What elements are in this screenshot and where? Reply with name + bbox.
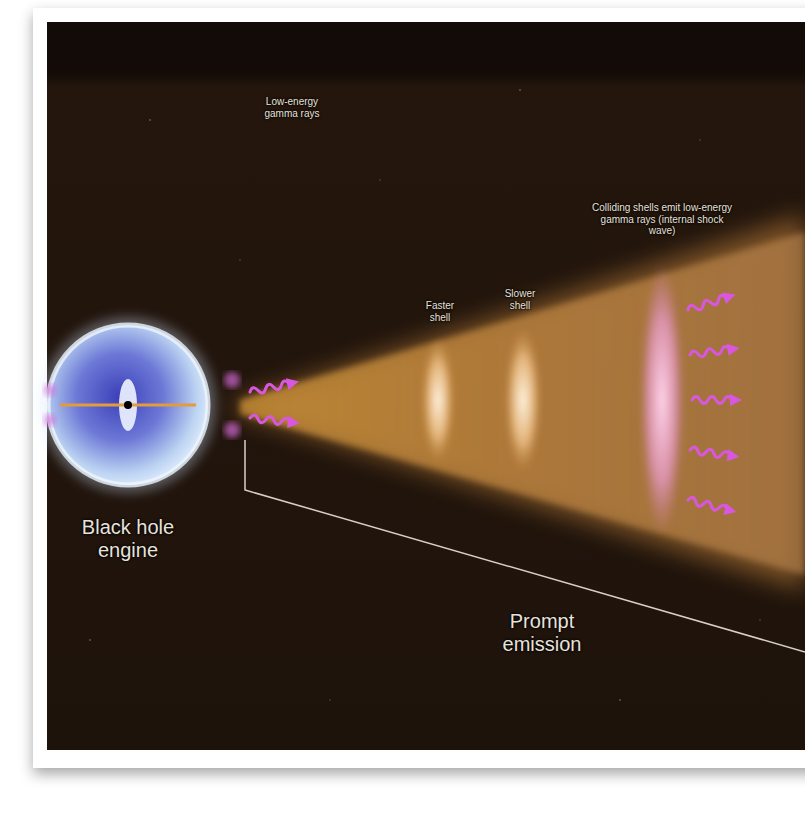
- shell-label: Faster shell: [417, 300, 463, 323]
- ray-label: Low-energy gamma rays: [256, 96, 328, 119]
- shell-label: Slower shell: [497, 288, 543, 311]
- engine-label: Black hole engine: [58, 516, 198, 562]
- section-label: Prompt emission: [482, 610, 602, 656]
- callout-label: Colliding shells emit low-energy gamma r…: [587, 202, 737, 237]
